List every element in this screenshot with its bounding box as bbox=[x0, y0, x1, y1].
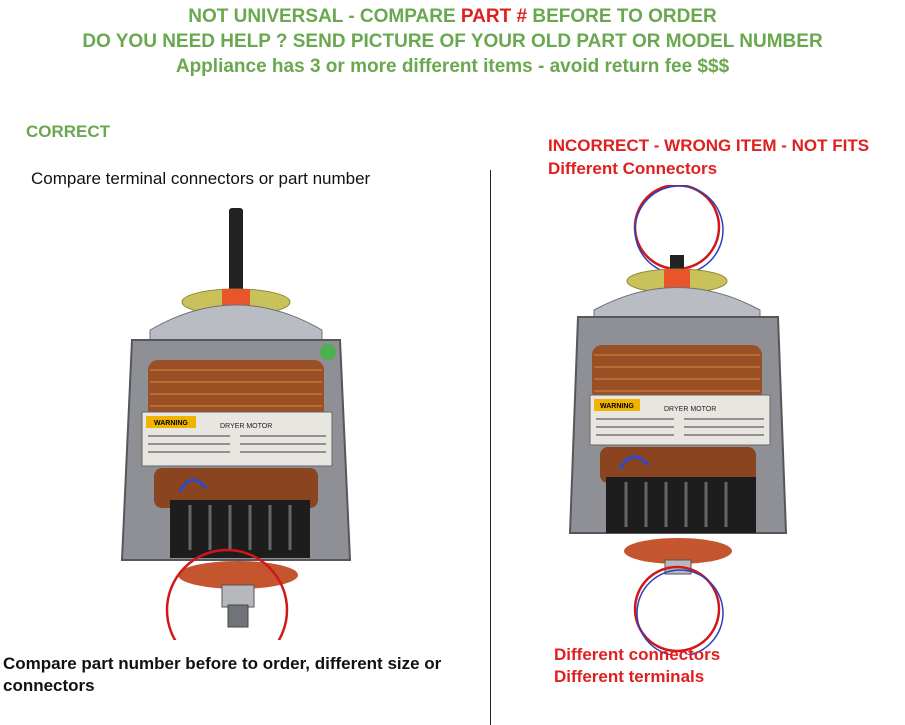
motor-shaft bbox=[229, 208, 243, 298]
lower-windings bbox=[600, 447, 756, 483]
copper-windings bbox=[592, 345, 762, 401]
compare-part-caption: Compare part number before to order, dif… bbox=[3, 654, 442, 695]
highlight-circle-bottom bbox=[165, 548, 289, 640]
header-line-3: Appliance has 3 or more different items … bbox=[175, 56, 730, 77]
terminal-block bbox=[606, 477, 756, 533]
highlight-circle-bottom-red bbox=[633, 565, 721, 653]
lower-windings bbox=[154, 468, 318, 508]
header-line-2: DO YOU NEED HELP ? SEND PICTURE OF YOUR … bbox=[82, 31, 823, 52]
warning-sticker bbox=[146, 416, 196, 428]
different-connectors-top: Different Connectors bbox=[548, 159, 718, 178]
header-line-1: NOT UNIVERSAL - COMPARE PART # BEFORE TO… bbox=[0, 4, 905, 29]
different-connectors-bottom: Different connectors bbox=[554, 645, 721, 664]
bottom-fitting bbox=[221, 584, 255, 608]
warning-text: WARNING bbox=[154, 420, 188, 427]
header-line-1-text: NOT UNIVERSAL - COMPARE bbox=[188, 6, 461, 27]
bottom-ring bbox=[624, 538, 732, 564]
logo-badge bbox=[320, 344, 336, 360]
correct-motor-image: WARNING DRYER MOTOR bbox=[120, 208, 352, 640]
part-number-highlight: PART # bbox=[460, 6, 528, 27]
terminal-block bbox=[170, 500, 310, 558]
different-terminals: Different terminals bbox=[554, 667, 705, 686]
warning-text: WARNING bbox=[600, 403, 634, 410]
label-title: DRYER MOTOR bbox=[664, 406, 716, 413]
incorrect-motor-image: WARNING DRYER MOTOR bbox=[568, 185, 788, 655]
bottom-ring bbox=[178, 561, 298, 589]
incorrect-label: INCORRECT - WRONG ITEM - NOT FITS bbox=[548, 136, 870, 155]
header-line-1-tail: BEFORE TO ORDER bbox=[527, 6, 717, 27]
top-bracket bbox=[149, 304, 323, 351]
bottom-shaft bbox=[227, 604, 249, 628]
highlight-circle-bottom-blue bbox=[636, 569, 724, 655]
header-banner: NOT UNIVERSAL - COMPARE PART # BEFORE TO… bbox=[0, 4, 905, 79]
compare-instruction: Compare terminal connectors or part numb… bbox=[31, 169, 371, 188]
divider-line bbox=[490, 170, 491, 725]
pulley-hub bbox=[664, 269, 690, 289]
warning-sticker bbox=[594, 399, 640, 411]
label-title: DRYER MOTOR bbox=[220, 423, 272, 430]
correct-label: CORRECT bbox=[26, 122, 111, 141]
